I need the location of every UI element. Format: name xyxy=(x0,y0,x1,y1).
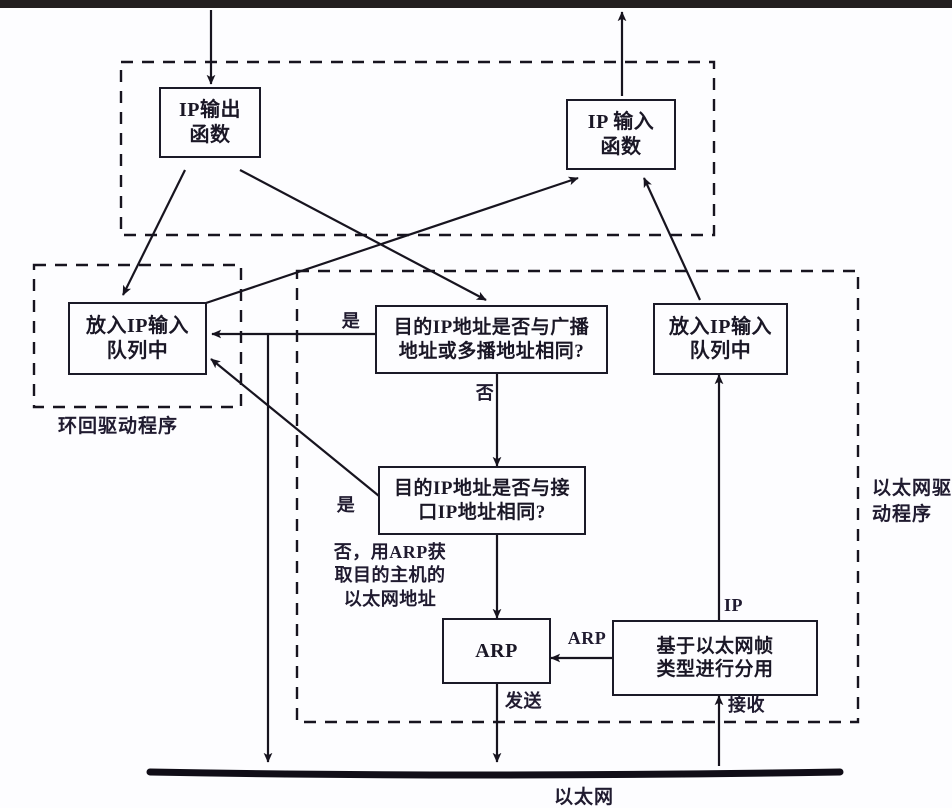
edge-label-yes-broadcast: 是 xyxy=(341,311,361,331)
loopback-driver-dashed-group xyxy=(32,263,243,409)
node-ip-output-line-1: IP输出 xyxy=(179,99,241,122)
edge-interface-yes-to-loopback-queue xyxy=(210,358,380,497)
ethernet-bus-line xyxy=(146,768,844,779)
node-loopback-queue-line-1: 放入IP输入 xyxy=(86,315,189,338)
edge-ip-output-to-broadcast-check xyxy=(239,169,487,301)
node-arp[interactable]: ARP xyxy=(442,618,551,684)
node-ethernet-queue-line-1: 放入IP输入 xyxy=(669,315,772,338)
node-arp-label: ARP xyxy=(475,639,518,662)
node-ip-input-line-1: IP 输入 xyxy=(587,111,655,134)
edge-label-receive: 接收 xyxy=(728,695,765,715)
node-ip-output[interactable]: IP输出 函数 xyxy=(159,87,261,158)
node-ip-output-line-2: 函数 xyxy=(189,123,231,146)
edge-ip-output-to-loopback-queue xyxy=(122,169,186,296)
edge-label-no-broadcast: 否 xyxy=(475,383,495,403)
node-ip-input-line-2: 函数 xyxy=(600,135,642,158)
node-demux-line-1: 基于以太网帧 xyxy=(656,635,774,657)
edge-label-no-interface: 否，用ARP获 取目的主机的 以太网地址 xyxy=(333,542,447,609)
ethernet-bus-label: 以太网 xyxy=(554,787,615,808)
node-interface-check-line-1: 目的IP地址是否与接 xyxy=(393,478,570,500)
node-loopback-queue-line-2: 队列中 xyxy=(106,339,169,362)
node-demux-line-2: 类型进行分用 xyxy=(656,659,774,680)
node-ethernet-queue-line-2: 队列中 xyxy=(689,340,752,362)
top-border-bar xyxy=(0,0,952,8)
node-broadcast-check-line-2: 地址或多播地址相同? xyxy=(398,340,585,362)
node-interface-check-line-2: 口IP地址相同? xyxy=(418,501,546,523)
node-demux[interactable]: 基于以太网帧 类型进行分用 xyxy=(612,620,818,696)
edge-loopback-queue-to-ip-input xyxy=(205,176,579,305)
node-ethernet-queue[interactable]: 放入IP输入 队列中 xyxy=(653,303,788,375)
edge-label-send: 发送 xyxy=(505,691,542,711)
ip-layer-dashed-group xyxy=(119,60,716,237)
node-broadcast-check[interactable]: 目的IP地址是否与广播 地址或多播地址相同? xyxy=(375,305,608,374)
node-loopback-queue[interactable]: 放入IP输入 队列中 xyxy=(68,302,207,375)
edge-label-arp-demux: ARP xyxy=(567,628,607,648)
group-label-ethernet-driver: 以太网驱 动程序 xyxy=(872,478,952,525)
group-label-loopback-driver: 环回驱动程序 xyxy=(58,416,179,437)
edge-label-yes-interface: 是 xyxy=(336,495,356,515)
node-broadcast-check-line-1: 目的IP地址是否与广播 xyxy=(393,317,590,339)
edge-ethernet-queue-to-ip-input xyxy=(643,177,701,301)
node-ip-input[interactable]: IP 输入 函数 xyxy=(566,99,676,170)
edge-label-ip-demux: IP xyxy=(724,595,743,615)
ethernet-driver-dashed-group xyxy=(295,269,860,724)
node-interface-check[interactable]: 目的IP地址是否与接 口IP地址相同? xyxy=(378,466,586,535)
